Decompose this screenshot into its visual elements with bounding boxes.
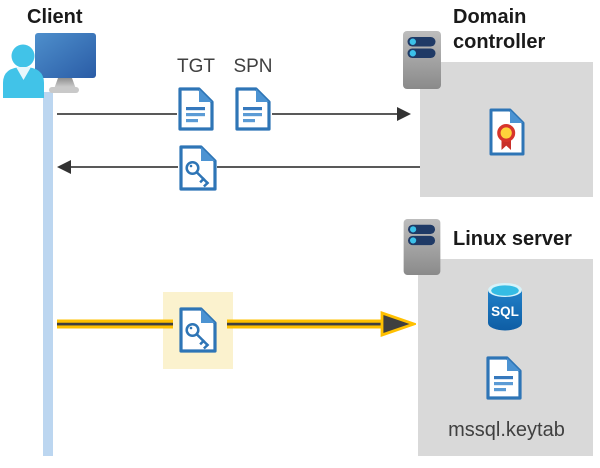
tgt-label: TGT	[177, 56, 215, 77]
response-arrow-line	[71, 166, 178, 168]
monitor-base	[49, 87, 79, 93]
keytab-file-label: mssql.keytab	[448, 419, 565, 441]
keytab-key-document-icon	[178, 306, 218, 354]
keytab-file-document-icon	[485, 354, 523, 402]
service-ticket-key-document-icon	[178, 144, 218, 192]
spn-label: SPN	[233, 56, 273, 77]
request-arrowhead-icon	[397, 107, 411, 121]
monitor-icon	[35, 33, 96, 78]
linux-server-icon	[402, 218, 442, 276]
response-arrowhead-icon	[57, 160, 71, 174]
tgt-document-icon	[177, 86, 215, 132]
person-icon	[11, 44, 35, 68]
keytab-transfer-arrow	[57, 311, 416, 337]
request-arrow-line	[57, 113, 177, 115]
client-lifeline	[43, 92, 53, 456]
linux-server-label: Linux server	[453, 228, 572, 250]
sql-icon-label: SQL	[491, 304, 519, 319]
monitor-stand	[54, 78, 76, 89]
domain-controller-server-icon	[402, 30, 442, 90]
certificate-seal	[497, 124, 516, 143]
request-arrow-line	[272, 113, 397, 115]
client-icon	[3, 33, 96, 98]
sql-database-icon: SQL	[488, 283, 522, 331]
spn-document-icon	[234, 86, 272, 132]
client-label: Client	[27, 6, 83, 28]
keytab-arrowhead-icon	[380, 311, 416, 337]
certificate-icon	[489, 108, 525, 156]
domain-controller-label: Domain controller	[453, 6, 546, 53]
response-arrow-line	[217, 166, 420, 168]
